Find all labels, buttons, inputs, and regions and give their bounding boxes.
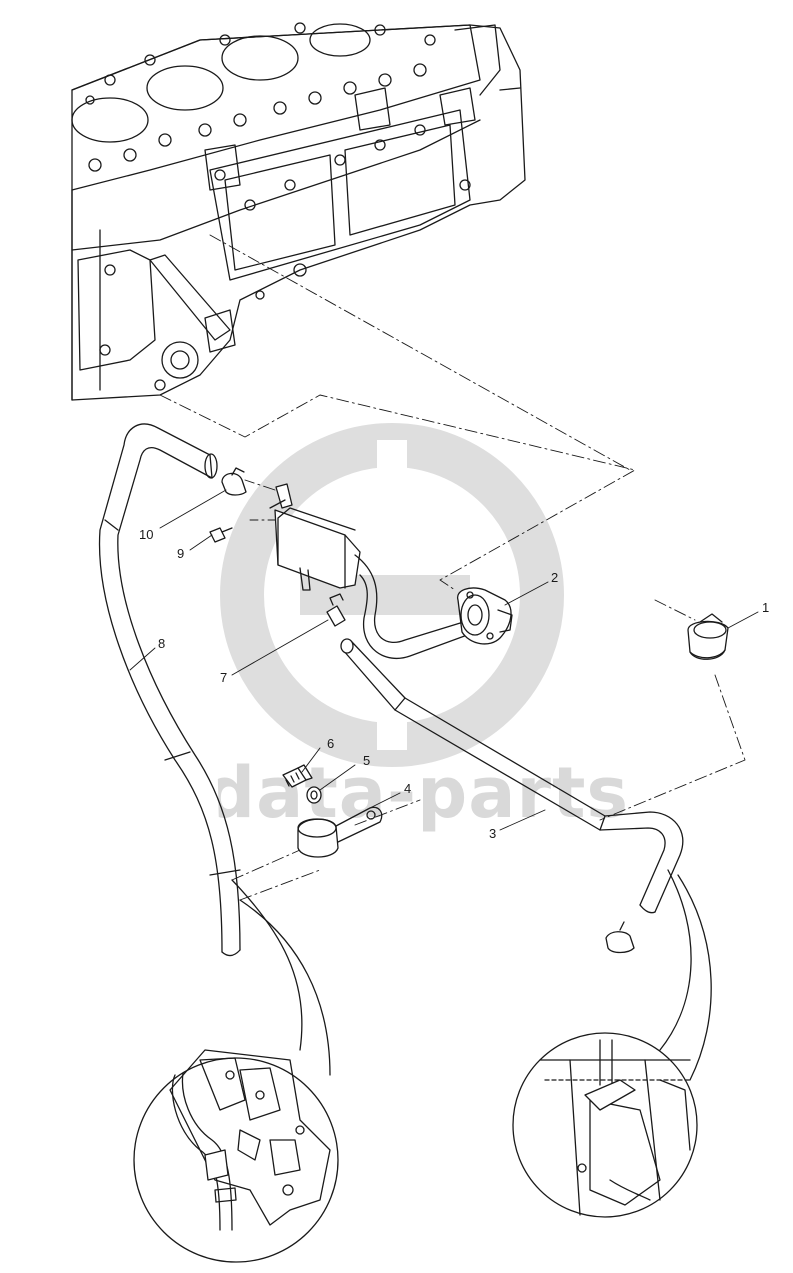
callout-4: 4	[404, 781, 411, 796]
part-7-fitting	[326, 593, 346, 627]
callout-leaders	[129, 489, 759, 831]
part-4-clip	[297, 806, 383, 858]
assembly-leaders	[159, 234, 746, 901]
callout-2: 2	[551, 570, 558, 585]
part-9-bolt	[209, 527, 233, 543]
watermark-text: data-parts	[205, 752, 630, 834]
tube-clamp	[605, 921, 635, 954]
part-8-hose	[98, 423, 241, 957]
callout-6: 6	[327, 736, 334, 751]
engine-block	[71, 22, 526, 401]
callout-1: 1	[762, 600, 769, 615]
callout-5: 5	[363, 753, 370, 768]
part-3-tube	[340, 638, 684, 914]
part-1-grommet	[687, 613, 729, 660]
callout-8: 8	[158, 636, 165, 651]
callout-10: 10	[139, 527, 153, 542]
part-5-washer	[306, 786, 322, 804]
part-10-clamp	[221, 467, 247, 496]
detail-view-right	[512, 869, 712, 1218]
part-2-valve	[457, 587, 513, 645]
callout-3: 3	[489, 826, 496, 841]
callout-7: 7	[220, 670, 227, 685]
callout-9: 9	[177, 546, 184, 561]
detail-view-left	[133, 879, 339, 1263]
separator-housing	[269, 483, 471, 660]
part-6-plug	[282, 764, 313, 788]
